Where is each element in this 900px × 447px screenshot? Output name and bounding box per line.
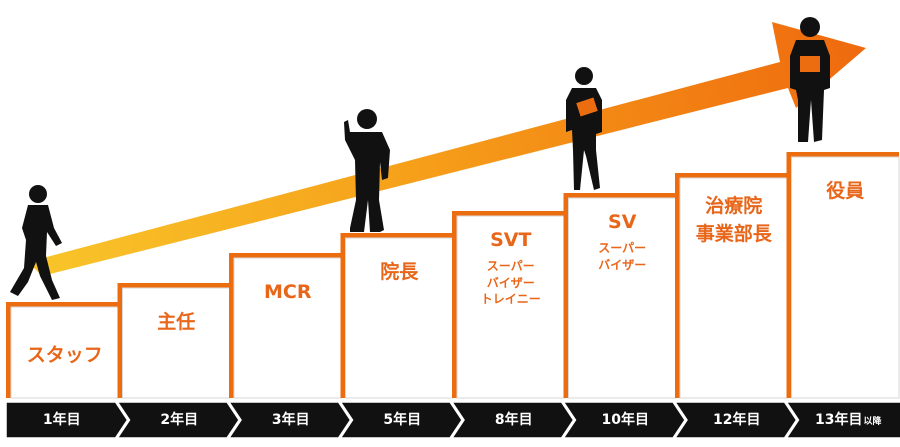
step-title: 役員 [826, 180, 865, 202]
timeline-year: 5年目 [383, 412, 422, 428]
timeline-segment [450, 401, 575, 439]
step-8-box [791, 156, 900, 399]
step-label-8: 役員 [792, 180, 900, 203]
growth-arrow [28, 22, 866, 276]
step-title: 主任 [157, 311, 196, 333]
step-subtitle: バイザー [486, 275, 535, 290]
step-5-box [456, 215, 565, 399]
timeline-segment [562, 401, 686, 439]
timeline-segment [339, 401, 463, 439]
timeline-label-3: 3年目 [241, 402, 341, 438]
step-title: MCR [264, 281, 312, 303]
step-title: SV [608, 211, 637, 233]
step-3-box [233, 257, 342, 399]
step-title: 院長 [380, 261, 419, 283]
timeline-label-7: 12年目 [687, 402, 787, 438]
timeline-year: 1年目 [42, 412, 81, 428]
staircase [6, 152, 900, 399]
step-subtitle: トレイニー [480, 292, 541, 307]
step-label-4: 院長 [346, 261, 454, 284]
step-title: SVT [490, 229, 532, 251]
step-label-2: 主任 [123, 311, 231, 334]
step-subtitle: スーパー [598, 240, 647, 255]
timeline-segment [227, 401, 352, 439]
step-label-1: スタッフ [11, 344, 119, 367]
step-7-box [679, 177, 788, 399]
executive-man-icon [790, 17, 830, 142]
timeline-bar [5, 401, 900, 439]
step-1-box [10, 306, 119, 399]
timeline-label-8: 13年目以降 [799, 402, 899, 438]
timeline-label-6: 10年目 [576, 402, 676, 438]
step-title-line2: 事業部長 [695, 222, 772, 245]
timeline-year: 2年目 [160, 412, 199, 428]
step-label-7: 治療院事業部長 [680, 195, 788, 246]
step-subtitle: スーパー [486, 258, 535, 273]
timeline-segment [785, 401, 900, 439]
step-title: スタッフ [26, 344, 103, 366]
timeline-label-2: 2年目 [130, 402, 230, 438]
timeline-year: 3年目 [271, 412, 310, 428]
timeline-segment [116, 401, 240, 439]
timeline-label-4: 5年目 [353, 402, 453, 438]
timeline-label-5: 8年目 [464, 402, 564, 438]
clipboard-man-icon [566, 67, 602, 190]
step-label-6: SV スーパーバイザー [569, 211, 677, 273]
timeline-year: 13年目 [815, 412, 863, 428]
timeline-year: 8年目 [494, 412, 533, 428]
timeline-year: 10年目 [601, 412, 649, 428]
step-label-3: MCR [234, 281, 342, 304]
timeline-segment [673, 401, 798, 439]
timeline-suffix: 以降 [863, 417, 882, 427]
timeline-label-1: 1年目 [6, 402, 118, 438]
step-subtitle: バイザー [598, 257, 647, 272]
step-title: 治療院 [705, 195, 763, 217]
step-6-box [568, 197, 677, 399]
timeline-year: 12年目 [713, 412, 761, 428]
pointing-man-icon [344, 109, 390, 232]
timeline-segment [5, 401, 129, 439]
step-2-box [122, 287, 231, 399]
walking-man-icon [10, 185, 62, 300]
step-label-5: SVT スーパーバイザートレイニー [457, 229, 565, 308]
